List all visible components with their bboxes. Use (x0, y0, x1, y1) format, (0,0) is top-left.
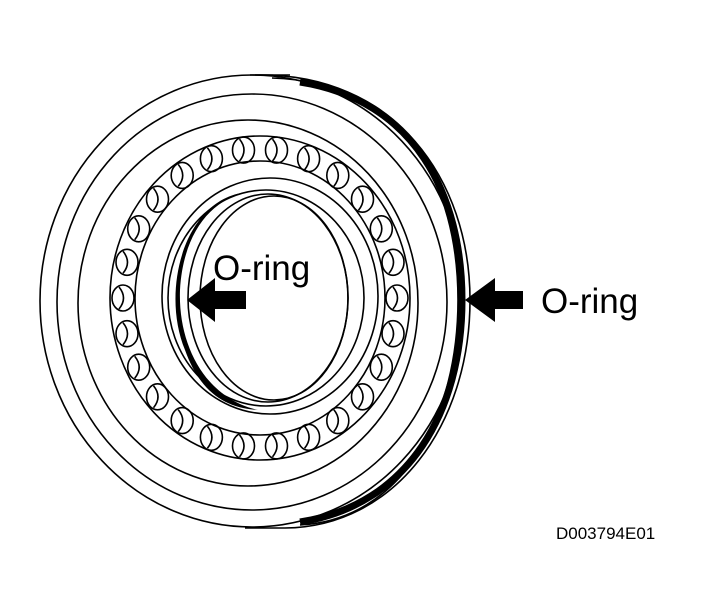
bearing-ball (296, 423, 321, 452)
ball-race (109, 135, 411, 461)
ball-highlight (122, 322, 129, 346)
bearing-ball (145, 185, 170, 213)
ball-highlight (152, 187, 159, 211)
bearing-ball (199, 423, 224, 452)
inner-ring (161, 177, 379, 415)
ball-highlight (333, 163, 340, 187)
bearing-ball (111, 284, 135, 312)
ball-highlight (238, 138, 245, 162)
bearing-ball (115, 248, 139, 277)
bearing-ball (199, 144, 224, 173)
ball-highlight (206, 425, 213, 449)
bearing-ball (385, 284, 409, 312)
ball-group (111, 136, 409, 460)
bearing-ball (381, 319, 405, 348)
figure-code: D003794E01 (556, 524, 656, 543)
arrow-outer-oring (465, 278, 523, 322)
bearing-ball (170, 161, 194, 190)
ball-highlight (303, 147, 310, 171)
ball-highlight (376, 217, 383, 241)
ball-highlight (303, 425, 310, 449)
ball-highlight (357, 385, 364, 409)
ball-highlight (388, 250, 395, 274)
outer-oring-band (299, 78, 466, 526)
ball-highlight (177, 409, 184, 433)
bearing-ball (381, 248, 405, 277)
ball-highlight (118, 286, 125, 310)
bearing-ball (296, 144, 321, 173)
bearing-ball (170, 406, 194, 435)
ball-highlight (392, 286, 399, 310)
ball-highlight (388, 322, 395, 346)
ball-highlight (271, 434, 278, 458)
ball-highlight (357, 187, 364, 211)
ball-highlight (206, 147, 213, 171)
ball-highlight (152, 385, 159, 409)
ball-highlight (134, 355, 140, 379)
bearing-ball (145, 382, 170, 411)
ball-highlight (177, 163, 184, 187)
outer-ring-side (245, 74, 471, 529)
outer-oring-label: O-ring (541, 282, 639, 321)
bearing-ball (369, 353, 394, 382)
bearing-ball (231, 432, 256, 460)
ball-highlight (376, 355, 383, 379)
bearing-ball (325, 161, 350, 190)
ball-highlight (271, 138, 278, 162)
bearing-ball (115, 319, 139, 348)
outer-ring-face (39, 74, 465, 528)
bearing-ball (126, 215, 151, 243)
bearing-ball (126, 353, 151, 382)
ball-highlight (122, 250, 129, 274)
bearing-ball (264, 136, 289, 164)
bearing-ball (369, 215, 394, 243)
ball-highlight (238, 434, 245, 458)
arrow-inner-oring (187, 278, 246, 322)
bearing-ball (231, 136, 256, 164)
bearing-ball (350, 185, 375, 213)
bearing-ball (325, 406, 350, 435)
bearing-ball (350, 382, 375, 411)
ball-highlight (333, 409, 340, 433)
inner-oring-label: O-ring (213, 249, 311, 288)
ball-highlight (134, 217, 140, 241)
bearing-ball (264, 432, 289, 460)
